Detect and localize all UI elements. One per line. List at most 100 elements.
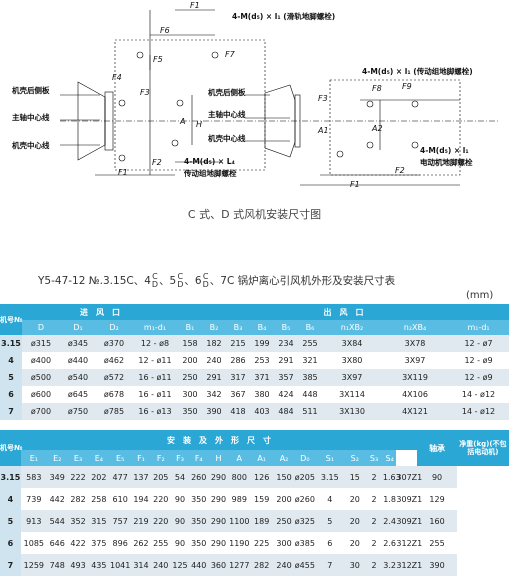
table-cell: ø750	[60, 403, 96, 420]
dim-a2: A2	[372, 124, 383, 133]
table-cell: 12 - ø9	[448, 352, 509, 369]
table-title-mid2: 、6	[184, 275, 202, 287]
table-cell: 3.15	[0, 466, 21, 488]
table-cell: 312Z1	[396, 532, 422, 554]
table-cell: 3.15	[0, 335, 22, 352]
table-cell: 2	[365, 554, 383, 576]
table-cell: 385	[298, 369, 322, 386]
table2-col-header: S₂	[344, 450, 366, 466]
table-cell: 240	[150, 554, 171, 576]
dim-f8: F8	[372, 84, 382, 93]
dim-f6: F6	[160, 26, 170, 35]
callout-left-bottom-bolt: 4-M(d₅) × L₄	[184, 157, 235, 166]
t2-group: 安 装 及 外 形 尺 寸	[20, 430, 418, 450]
table-cell: 477	[109, 466, 132, 488]
dim-f5: F5	[153, 55, 163, 64]
table-cell: 5	[0, 369, 22, 386]
table-cell: 20	[344, 532, 366, 554]
table-cell: 3X80	[322, 352, 382, 369]
dim-f1-top: F1	[190, 1, 200, 10]
table-cell: 367	[226, 386, 250, 403]
table-cell: 159	[249, 488, 274, 510]
table-cell: 250	[273, 510, 295, 532]
table-cell: 54	[170, 466, 190, 488]
table-cell: 6	[0, 386, 22, 403]
table-cell: 350	[189, 532, 209, 554]
table-cell: 12 - ø9	[448, 369, 509, 386]
table-cell: 220	[150, 488, 171, 510]
table-cell: 16 - ø13	[132, 403, 178, 420]
table-cell: 14 - ø12	[448, 403, 509, 420]
table-cell: 194	[131, 488, 151, 510]
table-cell: 314	[131, 554, 151, 576]
table-cell: 255	[150, 532, 171, 554]
table2-col-header: E₃	[67, 450, 89, 466]
table-cell: 14 - ø12	[448, 386, 509, 403]
table-cell: 219	[131, 510, 151, 532]
table-cell: 220	[150, 510, 171, 532]
table-cell: 282	[67, 488, 89, 510]
table-cell: 16 - ø11	[132, 386, 178, 403]
table-cell: 262	[131, 532, 151, 554]
table-cell: 137	[131, 466, 151, 488]
dim-f2-left: F2	[152, 158, 162, 167]
table1-col-header: n₂XB₄	[382, 320, 448, 335]
right-bolt-holes	[336, 100, 419, 158]
table-cell: 290	[208, 532, 229, 554]
table-cell: 424	[274, 386, 298, 403]
table-cell: 350	[178, 403, 202, 420]
table-cell: 20	[344, 510, 366, 532]
table-cell: 4	[315, 488, 345, 510]
table2-col-header: F₂	[150, 450, 171, 466]
table2-col-header: A₁	[249, 450, 274, 466]
table-cell: 375	[88, 532, 110, 554]
table-cell: 350	[189, 510, 209, 532]
table-cell: 1100	[228, 510, 250, 532]
table-cell: 90	[170, 510, 190, 532]
dim-f3-right: F3	[318, 94, 328, 103]
t1-group-inlet: 进 风 口	[22, 304, 178, 320]
table-cell: 1.63	[382, 466, 401, 488]
callout-left-main-axis: 主轴中心线	[12, 113, 50, 122]
table-cell: ø500	[22, 369, 60, 386]
table2-col-header: E₁	[20, 450, 47, 466]
callout-left-motor-plate: 机壳后侧板	[12, 86, 50, 95]
table-cell: 15	[344, 466, 366, 488]
unit-label: (mm)	[466, 290, 494, 301]
table2-col-header: F₁	[131, 450, 151, 466]
table-cell: 3X78	[382, 335, 448, 352]
table-cell: 205	[150, 466, 171, 488]
table-cell: ø315	[22, 335, 60, 352]
table-cell: 390	[417, 554, 457, 576]
table-cell: 440	[189, 554, 209, 576]
table-cell: 90	[417, 466, 457, 488]
table-cell: 260	[189, 466, 209, 488]
table-cell: 757	[109, 510, 132, 532]
table1-col-header: B₂	[202, 320, 226, 335]
dim-f2-right: F2	[395, 166, 405, 175]
table-cell: 291	[202, 369, 226, 386]
table-cell: 7	[0, 554, 21, 576]
table1-col-header: B₃	[226, 320, 250, 335]
table2-col-header: S₃	[365, 450, 383, 466]
table-cell: 200	[178, 352, 202, 369]
table-cell: ø540	[60, 369, 96, 386]
dim-h: H	[196, 120, 203, 129]
table-cell: 126	[249, 466, 274, 488]
table-cell: 3.2	[382, 554, 397, 576]
table-cell: 290	[208, 466, 229, 488]
table-cell: 610	[109, 488, 132, 510]
table2-col-header: S₄	[382, 450, 397, 466]
callout-right-bottom-bolt: 4-M(d₅) × l₁	[420, 146, 469, 155]
table-cell: ø370	[96, 335, 132, 352]
table-cell: 255	[298, 335, 322, 352]
dim-a-left: A	[180, 117, 186, 126]
table2-col-header: F₄	[189, 450, 209, 466]
table-cell: 435	[88, 554, 110, 576]
